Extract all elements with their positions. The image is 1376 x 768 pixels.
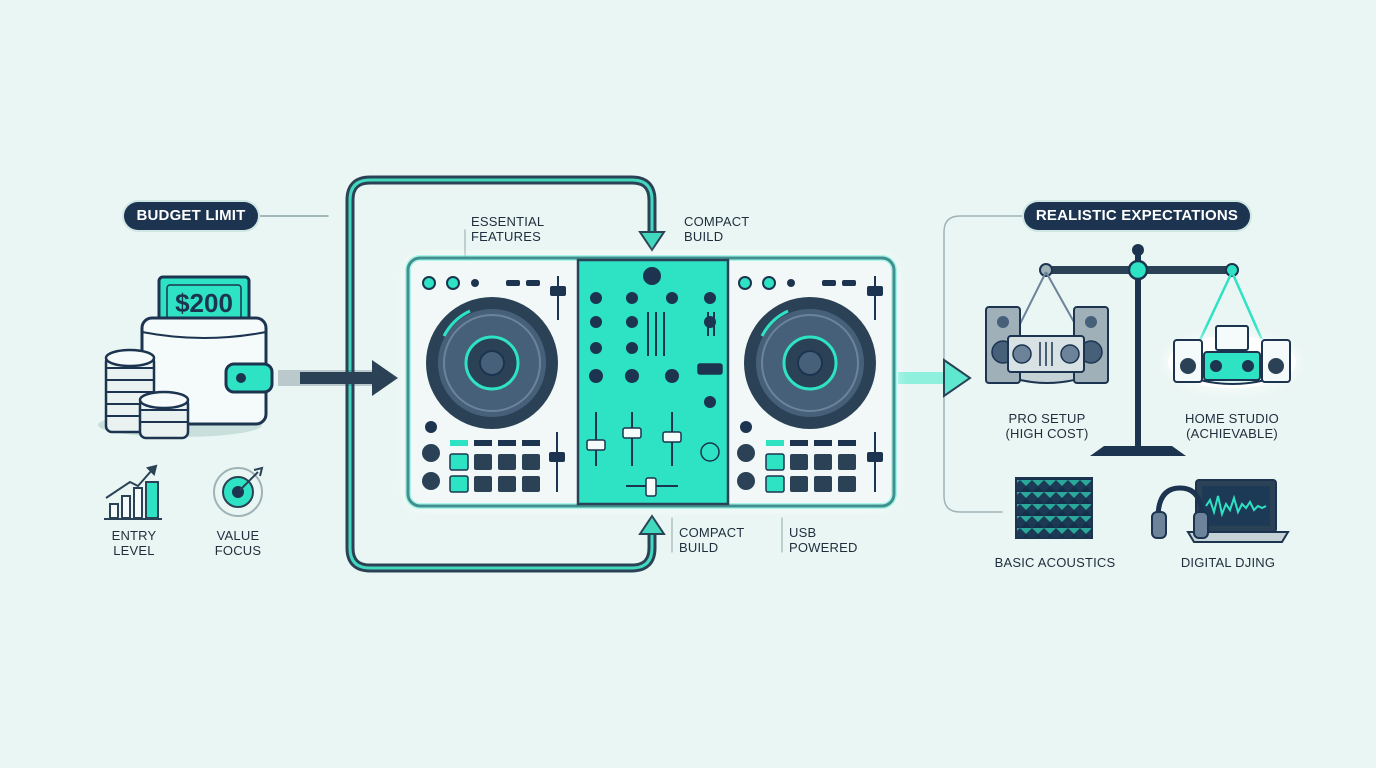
acoustic-panel-icon xyxy=(1015,477,1093,539)
entry-level-label: ENTRY LEVEL xyxy=(111,528,157,558)
target-icon xyxy=(213,466,264,517)
compact-build-bottom-label: COMPACT BUILD xyxy=(679,525,745,555)
value-focus-label: VALUE FOCUS xyxy=(214,528,262,558)
budget-limit-tag: BUDGET LIMIT xyxy=(124,202,258,230)
dj-controller-icon xyxy=(405,255,897,509)
balance-scale-icon xyxy=(1011,244,1264,456)
digital-djing-label: DIGITAL DJING xyxy=(1180,555,1276,570)
speaker-rig-icon xyxy=(985,306,1109,384)
basic-acoustics-label: BASIC ACOUSTICS xyxy=(994,555,1116,570)
price-label: $200 xyxy=(175,288,233,318)
home-studio-rig-icon xyxy=(1168,325,1296,388)
headphones-laptop-icon xyxy=(1151,479,1290,543)
growth-chart-icon xyxy=(104,464,162,520)
compact-build-top-label: COMPACT BUILD xyxy=(684,214,750,244)
pro-setup-label: PRO SETUP (HIGH COST) xyxy=(1005,411,1089,441)
usb-powered-label: USB POWERED xyxy=(789,525,858,555)
home-studio-label: HOME STUDIO (ACHIEVABLE) xyxy=(1185,411,1279,441)
essential-features-label: ESSENTIAL FEATURES xyxy=(471,214,545,244)
realistic-expectations-tag: REALISTIC EXPECTATIONS xyxy=(1024,202,1250,230)
output-arrow xyxy=(898,358,972,398)
coins-icon xyxy=(104,348,190,440)
input-arrow xyxy=(278,360,398,396)
